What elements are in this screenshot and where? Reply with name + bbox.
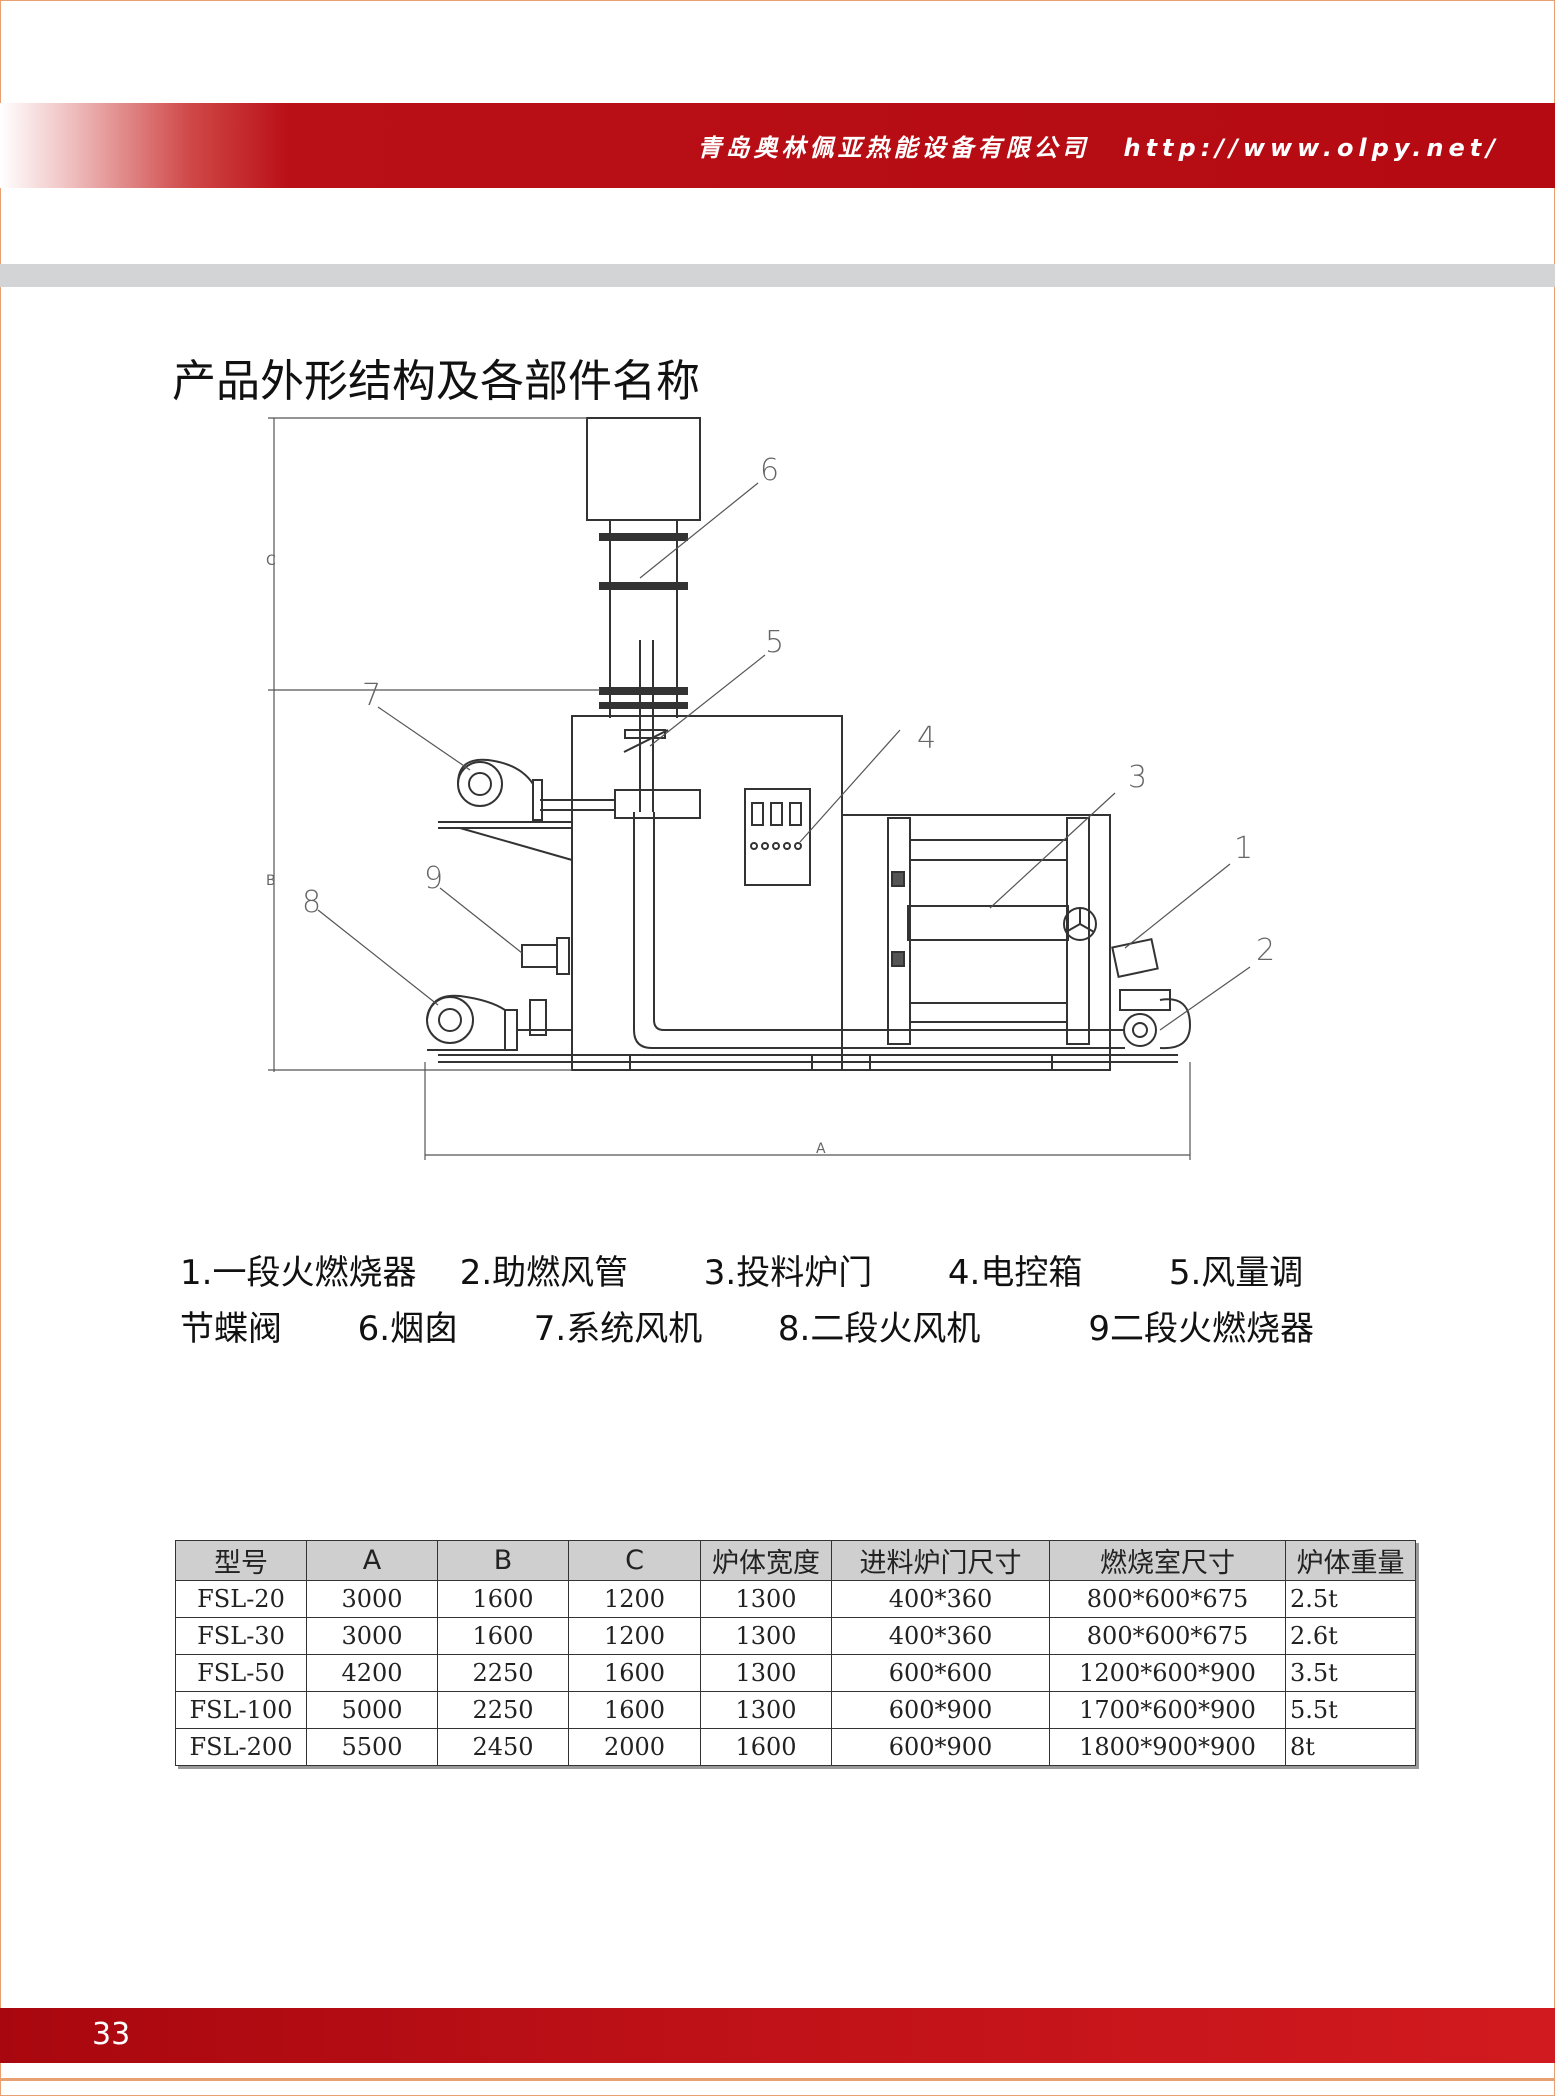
legend-item-3: 3.投料炉门 (703, 1253, 873, 1293)
cell-c: 1200 (568, 1617, 701, 1655)
cell-body-width: 1300 (700, 1691, 832, 1729)
cell-model: FSL-30 (175, 1617, 307, 1655)
callout-9: 9 (424, 861, 443, 896)
legend-item-2: 2.助燃风管 (459, 1253, 629, 1293)
cell-chamber-size: 1800*900*900 (1049, 1728, 1286, 1766)
table-row: FSL-100 5000 2250 1600 1300 600*900 1700… (175, 1691, 1416, 1729)
gray-divider-bar (0, 264, 1555, 287)
cell-chamber-size: 1200*600*900 (1049, 1654, 1286, 1692)
cell-b: 2250 (437, 1654, 569, 1692)
cell-b: 2450 (437, 1728, 569, 1766)
table-header-row: 型号 A B C 炉体宽度 进料炉门尺寸 燃烧室尺寸 炉体重量 (175, 1540, 1416, 1581)
chimney-flange (599, 702, 688, 709)
cell-c: 1600 (568, 1654, 701, 1692)
footer-line (0, 2078, 1555, 2081)
cell-door-size: 600*900 (831, 1691, 1050, 1729)
header-chamber-size: 燃烧室尺寸 (1049, 1540, 1286, 1581)
legend-item-4: 4.电控箱 (947, 1253, 1083, 1293)
cell-body-width: 1300 (700, 1617, 832, 1655)
header-door-size: 进料炉门尺寸 (831, 1540, 1050, 1581)
chimney-flange (599, 687, 688, 695)
legend-item-6: 6.烟囱 (357, 1309, 459, 1349)
cell-weight: 2.6t (1285, 1617, 1416, 1655)
cell-a: 3000 (306, 1580, 438, 1618)
callout-2: 2 (1256, 933, 1275, 968)
cell-door-size: 600*600 (831, 1654, 1050, 1692)
cell-b: 1600 (437, 1580, 569, 1618)
spec-table: 型号 A B C 炉体宽度 进料炉门尺寸 燃烧室尺寸 炉体重量 FSL-20 3… (175, 1540, 1416, 1766)
header-band (0, 103, 1555, 188)
feed-door (907, 905, 1069, 941)
cell-door-size: 600*900 (831, 1728, 1050, 1766)
cell-model: FSL-200 (175, 1728, 307, 1766)
chimney-flange (599, 582, 688, 590)
table-row: FSL-30 3000 1600 1200 1300 400*360 800*6… (175, 1617, 1416, 1655)
cell-weight: 3.5t (1285, 1654, 1416, 1692)
second-stage-burner (521, 944, 558, 968)
cell-a: 4200 (306, 1654, 438, 1692)
company-name: 青岛奥林佩亚热能设备有限公司 (697, 134, 1090, 162)
legend-item-8: 8.二段火风机 (777, 1309, 981, 1349)
header-c: C (568, 1540, 701, 1581)
header-body-width: 炉体宽度 (700, 1540, 832, 1581)
cell-c: 2000 (568, 1728, 701, 1766)
dimension-a-label: A (816, 1141, 826, 1157)
header-model: 型号 (175, 1540, 307, 1581)
table-row: FSL-50 4200 2250 1600 1300 600*600 1200*… (175, 1654, 1416, 1692)
cell-door-size: 400*360 (831, 1617, 1050, 1655)
dimension-b-label: B (266, 873, 276, 889)
cell-model: FSL-100 (175, 1691, 307, 1729)
cell-a: 5000 (306, 1691, 438, 1729)
page-title: 产品外形结构及各部件名称 (172, 356, 700, 407)
legend-item-9: 9二段火燃烧器 (1088, 1309, 1315, 1349)
cell-a: 5500 (306, 1728, 438, 1766)
cell-c: 1200 (568, 1580, 701, 1618)
table-row: FSL-200 5500 2450 2000 1600 600*900 1800… (175, 1728, 1416, 1766)
cell-b: 2250 (437, 1691, 569, 1729)
cell-chamber-size: 800*600*675 (1049, 1617, 1286, 1655)
legend-item-1: 1.一段火燃烧器 (180, 1253, 417, 1293)
header-text: 青岛奥林佩亚热能设备有限公司 http://www.olpy.net/ (698, 128, 1501, 163)
legend-item-5: 5.风量调节蝶阀 (180, 1253, 1304, 1349)
cell-weight: 8t (1285, 1728, 1416, 1766)
cell-chamber-size: 800*600*675 (1049, 1580, 1286, 1618)
cell-b: 1600 (437, 1617, 569, 1655)
company-url[interactable]: http://www.olpy.net/ (1123, 134, 1500, 162)
callout-1: 1 (1234, 831, 1253, 866)
first-stage-burner (1111, 937, 1159, 979)
callout-6: 6 (760, 453, 779, 488)
callout-4: 4 (917, 721, 936, 756)
chimney-flange (599, 533, 688, 541)
cell-weight: 5.5t (1285, 1691, 1416, 1729)
furnace-body (571, 715, 843, 1071)
cell-body-width: 1600 (700, 1728, 832, 1766)
callout-3: 3 (1128, 760, 1147, 795)
page-number: 33 (92, 2017, 131, 2052)
table-row: FSL-20 3000 1600 1200 1300 400*360 800*6… (175, 1580, 1416, 1618)
cell-chamber-size: 1700*600*900 (1049, 1691, 1286, 1729)
cell-weight: 2.5t (1285, 1580, 1416, 1618)
cell-c: 1600 (568, 1691, 701, 1729)
header-b: B (437, 1540, 569, 1581)
cell-model: FSL-50 (175, 1654, 307, 1692)
control-box (744, 788, 811, 886)
header-a: A (306, 1540, 438, 1581)
cell-body-width: 1300 (700, 1654, 832, 1692)
dimension-c-label: C (266, 553, 276, 569)
cell-model: FSL-20 (175, 1580, 307, 1618)
header-weight: 炉体重量 (1285, 1540, 1416, 1581)
cell-body-width: 1300 (700, 1580, 832, 1618)
legend-item-7: 7.系统风机 (533, 1309, 703, 1349)
callout-5: 5 (765, 625, 784, 660)
callout-8: 8 (302, 885, 321, 920)
cell-a: 3000 (306, 1617, 438, 1655)
system-fan (457, 761, 503, 807)
chimney-cap (586, 417, 701, 521)
footer-band (0, 2008, 1555, 2063)
cell-door-size: 400*360 (831, 1580, 1050, 1618)
incinerator-drawing: 1 2 3 4 5 6 7 8 9 A B C (266, 417, 1275, 1160)
parts-legend: 1.一段火燃烧器 2.助燃风管 3.投料炉门 4.电控箱 5.风量调节蝶阀 6.… (180, 1245, 1330, 1357)
callout-7: 7 (362, 678, 381, 713)
